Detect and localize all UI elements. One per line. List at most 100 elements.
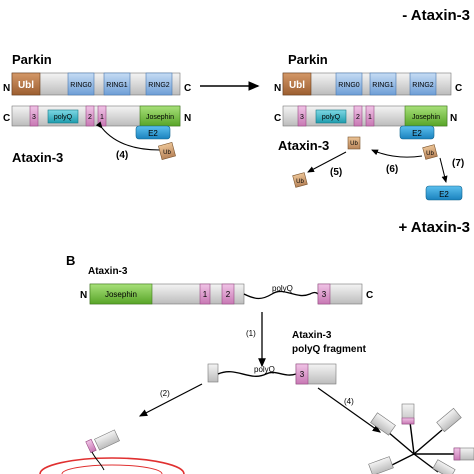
ubiquitin-right-b: [422, 144, 438, 160]
oligomer-unit-2-seg: [401, 417, 415, 425]
aggregate-ring: [39, 457, 185, 474]
segment-2: [85, 105, 95, 127]
oligomer-arm-3: [413, 429, 443, 455]
b-segment-1: [199, 283, 211, 305]
e2-label: E2: [148, 129, 158, 138]
ubiquitin-free: [292, 172, 308, 188]
ataxin3-title-left: Ataxin-3: [12, 150, 63, 165]
ubiquitin-right-b-label: Ub: [426, 151, 434, 157]
arrow-step2: [138, 383, 203, 417]
step5-label: (5): [330, 167, 342, 178]
step1-label: (1): [246, 329, 256, 338]
segment-3-label: 3: [32, 114, 36, 121]
e2-free-label: E2: [439, 190, 449, 199]
step2-label: (2): [160, 389, 170, 398]
ataxin-n-terminus-right: N: [450, 113, 457, 124]
josephin-label: Josephin: [146, 114, 174, 121]
segment-1-right: [365, 105, 375, 127]
ring0-label-right: RING0: [338, 82, 360, 89]
parkin-domain-left: N Ubl RING0 RING1 RING2 C: [3, 72, 191, 96]
ring1-label: RING1: [106, 82, 128, 89]
ubiquitin-right-a: [347, 136, 361, 150]
ring0-domain-right: [335, 72, 363, 96]
fragment-polyq-label: polyQ: [254, 365, 275, 374]
b-segment-3-label: 3: [322, 290, 327, 299]
segment-1-label-right: 1: [368, 114, 372, 121]
ubl-domain: [11, 72, 41, 96]
ring1-label-right: RING1: [372, 82, 394, 89]
ataxin-n-terminus: N: [184, 113, 191, 124]
ubiquitin: [158, 142, 176, 160]
arrow-step7: [439, 157, 448, 183]
ubiquitin-free-label: Ub: [296, 179, 304, 185]
ataxin-c-terminus-right: C: [274, 113, 281, 124]
ataxin3-domain-right: C 3 polyQ 2 1 Josephin N: [274, 105, 457, 127]
step7-label: (7): [452, 158, 464, 169]
segment-3-right: [297, 105, 307, 127]
full-length-ataxin3: N Josephin 1 2 polyQ 3 C: [80, 283, 373, 305]
polyq-region: [47, 109, 79, 124]
oligomer-unit-3: [436, 407, 462, 433]
segment-1-label: 1: [100, 114, 104, 121]
segment-2-label: 2: [88, 114, 92, 121]
oligomer-unit-5: [368, 456, 394, 474]
aggregate-linker: [91, 451, 105, 471]
step4-b-label: (4): [344, 397, 354, 406]
oligomer-arm-2: [409, 421, 415, 455]
fragment-stub: [207, 363, 219, 383]
ubiquitin-right-a-label: Ub: [350, 141, 358, 147]
polyq-label-right: polyQ: [322, 114, 341, 121]
b-segment-3: [317, 283, 331, 305]
parkin-c-terminus-right: C: [455, 83, 462, 94]
ubl-domain-right: [282, 72, 312, 96]
ubl-label: Ubl: [18, 80, 34, 91]
josephin-label-right: Josephin: [412, 114, 440, 121]
aggregate-monomer-seg: [85, 438, 97, 454]
segment-2-label-right: 2: [356, 114, 360, 121]
ring2-label-right: RING2: [412, 82, 434, 89]
oligomer-unit-4-seg: [453, 447, 461, 461]
ring2-domain-right: [409, 72, 437, 96]
fragment-title-2: polyQ fragment: [292, 344, 367, 355]
oligomer-arm-1: [387, 431, 415, 455]
ring2-label: RING2: [148, 82, 170, 89]
fragment-segment-3-label: 3: [300, 370, 305, 379]
b-segment-2-label: 2: [226, 290, 231, 299]
b-polyq-label: polyQ: [272, 284, 293, 293]
b-segment-2: [221, 283, 235, 305]
ring1-domain-right: [369, 72, 397, 96]
polyq-region-right: [315, 109, 347, 124]
parkin-n-terminus-right: N: [274, 83, 281, 94]
step6-label: (6): [386, 164, 398, 175]
aggregate-monomer: [94, 429, 120, 451]
parkin-domain-right: N Ubl RING0 RING1 RING2 C: [274, 72, 462, 96]
b-josephin-domain: [89, 283, 153, 305]
polyq-fragment: polyQ 3: [207, 363, 337, 385]
ubl-label-right: Ubl: [289, 80, 305, 91]
ataxin-c-terminus: C: [3, 113, 10, 124]
e2-label-right: E2: [412, 129, 422, 138]
arrow-step4: [95, 121, 161, 151]
ataxin3-title-right: Ataxin-3: [278, 138, 329, 153]
fragment-title-1: Ataxin-3: [292, 330, 332, 341]
fragment-segment-3: [295, 363, 309, 385]
parkin-n-terminus: N: [3, 83, 10, 94]
panel-b-letter: B: [66, 253, 75, 268]
parkin-title-right: Parkin: [288, 52, 328, 67]
step4-label: (4): [116, 150, 128, 161]
ring1-domain: [103, 72, 131, 96]
aggregate-inner-ring: [61, 464, 163, 474]
arrow-step4-b: [317, 387, 381, 433]
segment-3-label-right: 3: [300, 114, 304, 121]
b-polyq-linker: [243, 290, 319, 300]
ring0-label: RING0: [70, 82, 92, 89]
e2-enzyme: [135, 125, 171, 140]
oligomer-unit-1: [370, 412, 396, 436]
e2-enzyme-free: [425, 185, 463, 201]
segment-2-right: [353, 105, 363, 127]
aggregate-complex-left: [39, 429, 185, 474]
ubiquitin-label: Ub: [163, 150, 171, 156]
polyq-label: polyQ: [54, 114, 73, 121]
e2-enzyme-right: [399, 125, 435, 140]
